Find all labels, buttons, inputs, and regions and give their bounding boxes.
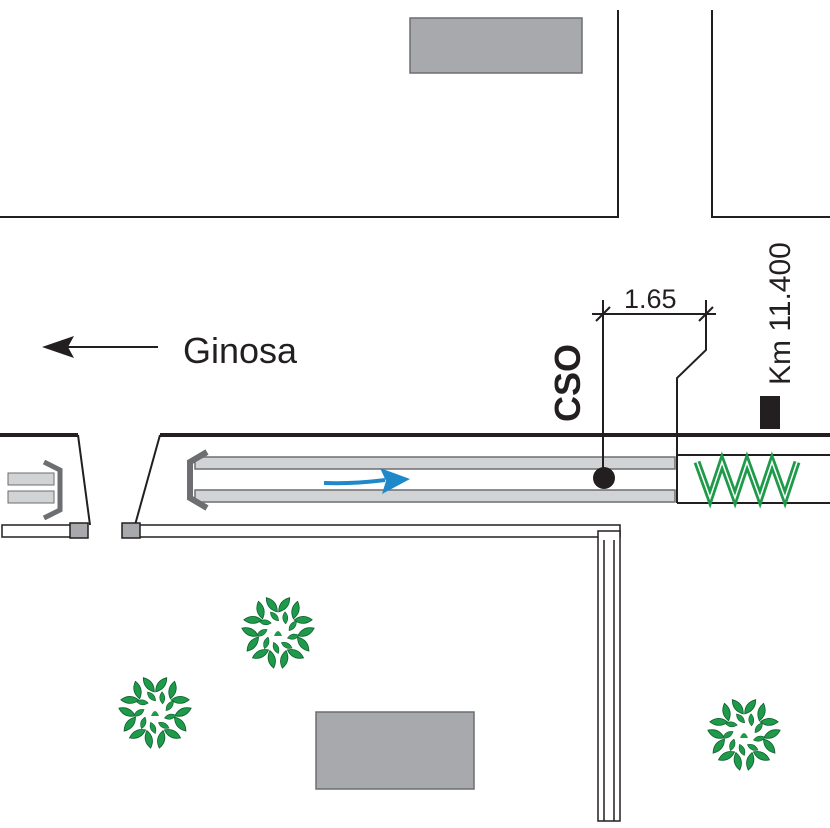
flow-arrow-icon [323,468,410,494]
km-label: Km 11.400 [764,242,797,385]
direction-arrow-icon [42,336,158,358]
curb-post-right [121,522,141,539]
station-marker-icon [593,467,615,489]
building-top [409,17,583,74]
sidewalk [1,524,621,822]
upper-block-outline [0,10,830,218]
side-road-edges [77,434,161,526]
building-bottom [315,711,475,790]
tree-icon [707,699,781,771]
dimension-label: 1.65 [624,284,677,314]
station-label: CSO [547,344,588,422]
channel [187,449,676,511]
curb-post-left [69,522,89,539]
vegetation-band [676,451,830,509]
dimension-1-65 [592,300,716,470]
direction-label: Ginosa [183,330,298,371]
tree-icon [118,677,192,749]
km-marker-icon [760,396,780,429]
left-structure [7,459,63,521]
tree-icon [241,597,315,669]
